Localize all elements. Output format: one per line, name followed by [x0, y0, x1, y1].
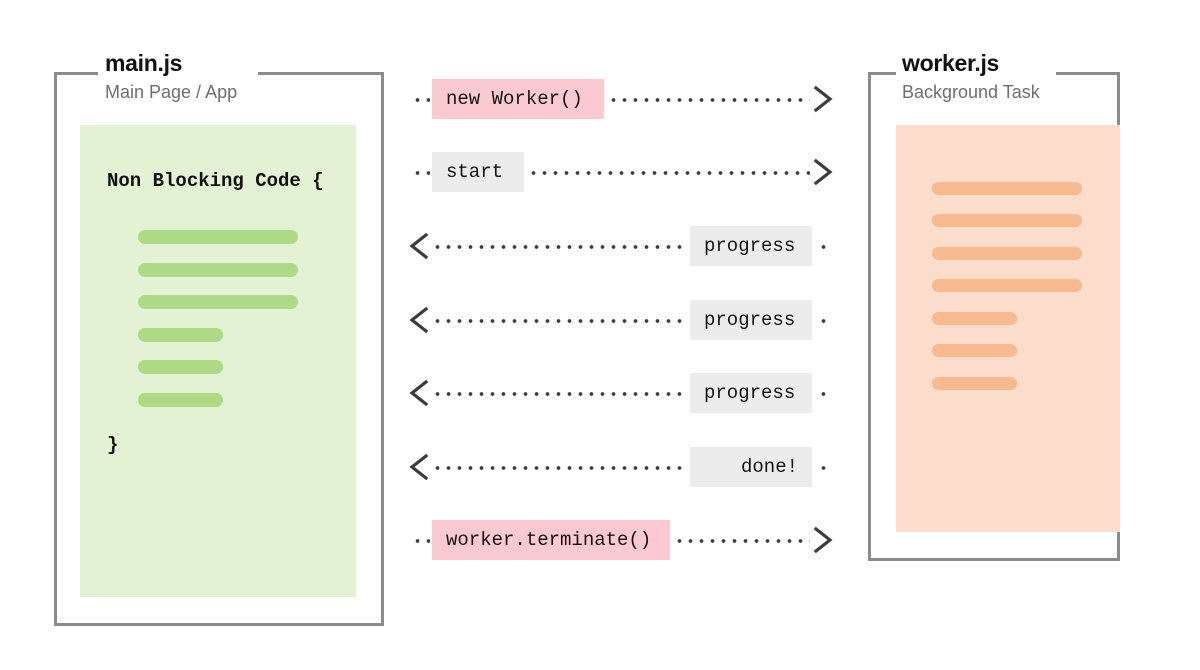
panel-worker-title: worker.js: [902, 50, 1000, 76]
message-line-dots-progress-1: [432, 245, 688, 249]
main-code-bar-1: [138, 230, 298, 244]
message-row-progress-2: progress: [408, 300, 836, 340]
worker-code-bar-7: [932, 377, 1017, 390]
message-trail-dots-progress-2: [818, 319, 832, 323]
panel-main-title-notch: [98, 68, 258, 76]
main-code-bar-3: [138, 295, 298, 309]
message-row-worker-terminate: worker.terminate(): [408, 520, 836, 560]
main-code-bar-4: [138, 328, 223, 342]
arrowhead-right-icon-start: [813, 158, 833, 186]
message-lead-dots-start: [412, 171, 430, 175]
arrowhead-left-icon-progress-2: [409, 306, 429, 334]
message-line-dots-worker-terminate: [674, 539, 810, 543]
worker-code-bar-5: [932, 312, 1017, 325]
message-label-new-worker[interactable]: new Worker(): [432, 79, 604, 119]
message-label-start[interactable]: start: [432, 152, 524, 192]
message-lead-dots-new-worker: [412, 98, 430, 102]
message-trail-dots-done: [818, 466, 832, 470]
main-code-bar-2: [138, 263, 298, 277]
arrowhead-left-icon-progress-3: [409, 379, 429, 407]
panel-main-subtitle: Main Page / App: [105, 82, 238, 102]
worker-code-bar-2: [932, 214, 1082, 227]
message-row-done: done!: [408, 447, 836, 487]
worker-code-bar-1: [932, 182, 1082, 195]
message-trail-dots-progress-1: [818, 245, 832, 249]
message-lead-dots-worker-terminate: [412, 539, 430, 543]
message-line-dots-progress-2: [432, 319, 688, 323]
arrowhead-left-icon-done: [409, 453, 429, 481]
arrowhead-left-icon-progress-1: [409, 232, 429, 260]
panel-main-title: main.js: [105, 50, 183, 76]
message-line-dots-done: [432, 466, 688, 470]
main-code-bar-5: [138, 360, 223, 374]
panel-worker-subtitle: Background Task: [902, 82, 1040, 102]
message-row-start: start: [408, 152, 836, 192]
message-row-new-worker: new Worker(): [408, 79, 836, 119]
worker-code-bar-4: [932, 279, 1082, 292]
message-label-progress-3[interactable]: progress: [690, 373, 812, 413]
message-trail-dots-progress-3: [818, 392, 832, 396]
message-label-progress-2[interactable]: progress: [690, 300, 812, 340]
worker-code-bar-3: [932, 247, 1082, 260]
arrowhead-right-icon-worker-terminate: [813, 526, 833, 554]
main-code-open-line: Non Blocking Code {: [107, 170, 324, 192]
message-line-dots-start: [528, 171, 810, 175]
message-row-progress-1: progress: [408, 226, 836, 266]
message-line-dots-progress-3: [432, 392, 688, 396]
message-row-progress-3: progress: [408, 373, 836, 413]
message-label-worker-terminate[interactable]: worker.terminate(): [432, 520, 670, 560]
arrowhead-right-icon-new-worker: [813, 85, 833, 113]
main-code-close-line: }: [107, 434, 119, 456]
worker-code-bar-6: [932, 344, 1017, 357]
message-label-progress-1[interactable]: progress: [690, 226, 812, 266]
message-line-dots-new-worker: [608, 98, 810, 102]
message-label-done[interactable]: done!: [690, 447, 812, 487]
panel-worker-title-notch: [896, 68, 1056, 76]
main-code-bar-6: [138, 393, 223, 407]
